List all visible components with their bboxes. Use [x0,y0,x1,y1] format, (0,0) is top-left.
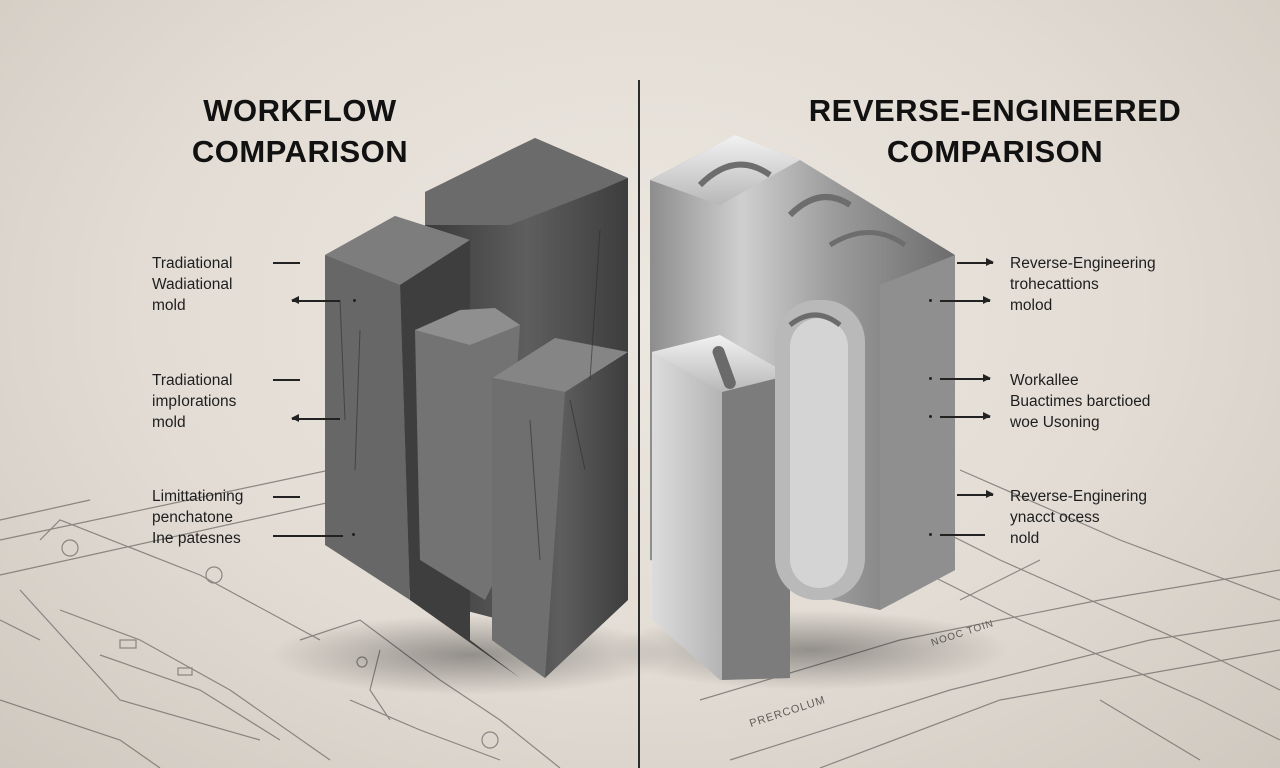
left-arrow-2 [291,415,340,421]
right-title-line-2: COMPARISON [886,134,1104,169]
right-label-3-line-2: ynacct ocess [1010,509,1100,526]
left-label-3-line-3: Ine patesnes [152,530,241,547]
right-arrow-1b [940,297,991,303]
left-label-1-line-2: Wadiational [152,276,233,293]
left-connector-2a [273,379,300,381]
left-dot-1 [353,299,356,302]
left-arrow-1 [291,297,340,303]
left-title: WORKFLOW COMPARISON [150,90,450,172]
right-title-line-1: REVERSE-ENGINEERED [808,93,1182,128]
right-arrow-1 [957,259,994,265]
center-divider [638,80,640,768]
right-arrow-3 [957,491,994,497]
left-title-line-1: WORKFLOW [203,93,397,128]
left-title-line-2: COMPARISON [191,134,409,169]
right-label-1-line-1: Reverse-Engineering [1010,255,1156,272]
left-label-2-line-3: mold [152,414,186,431]
left-label-2: Tradiational impIorations mold [152,370,236,433]
left-connector-3b [273,535,343,537]
left-label-1-line-1: Tradiational [152,255,233,272]
left-connector-1a [273,262,300,264]
left-label-3-line-2: penchatone [152,509,234,526]
right-label-2-line-3: woe Usoning [1010,414,1100,431]
right-label-2: Workallee Buactimes barctioed woe Usonin… [1010,370,1150,433]
left-label-2-line-2: impIorations [152,393,237,410]
right-label-2-line-1: Workallee [1010,372,1079,389]
right-title: REVERSE-ENGINEERED COMPARISON [760,90,1230,172]
right-dot-2b [929,415,932,418]
left-connector-3a [273,496,300,498]
left-dot-3 [352,533,355,536]
right-label-1: Reverse-Engineering trohecattions molod [1010,253,1156,316]
left-label-3-line-1: Limittationing [152,488,244,505]
right-label-3: Reverse-Enginering ynacct ocess nold [1010,486,1147,549]
left-label-3: Limittationing penchatone Ine patesnes [152,486,243,549]
right-label-1-line-3: molod [1010,297,1053,314]
left-label-1: Tradiational Wadiational mold [152,253,232,316]
right-dot-1 [929,299,932,302]
steel-mold [650,135,955,680]
left-label-1-line-3: mold [152,297,186,314]
right-label-2-line-2: Buactimes barctioed [1010,393,1151,410]
right-label-1-line-2: trohecattions [1010,276,1099,293]
right-label-3-line-1: Reverse-Enginering [1010,488,1147,505]
right-connector-3b [940,534,985,536]
right-arrow-2 [940,375,991,381]
cast-iron-mold [325,138,628,678]
left-label-2-line-1: Tradiational [152,372,233,389]
right-arrow-2b [940,413,991,419]
right-label-3-line-3: nold [1010,530,1040,547]
right-dot-2 [929,377,932,380]
right-dot-3 [929,533,932,536]
